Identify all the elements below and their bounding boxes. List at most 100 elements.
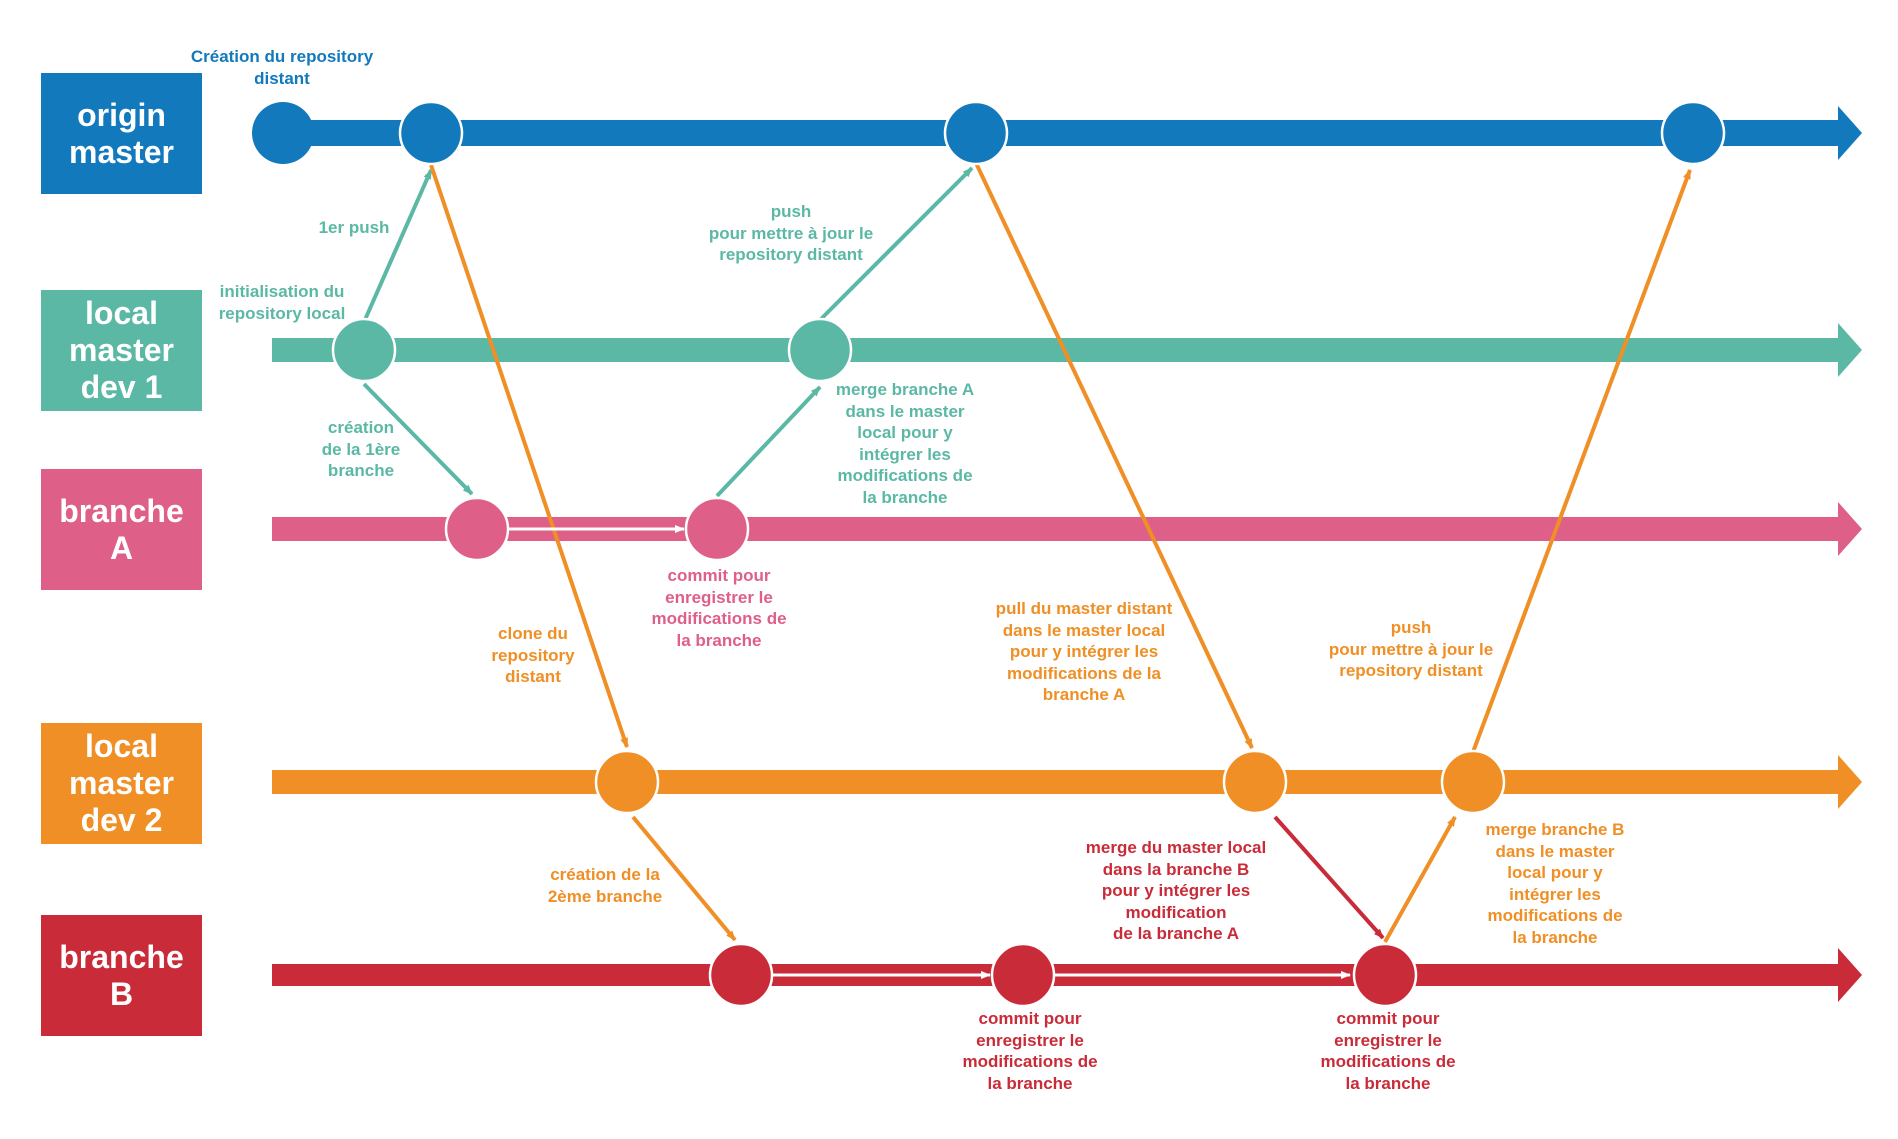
merge-b-arrow xyxy=(1383,816,1457,943)
note-init-local: initialisation du repository local xyxy=(219,281,346,324)
origin-node-first-push xyxy=(398,100,464,166)
note-line: branche xyxy=(327,461,395,480)
origin-timeline xyxy=(272,106,1862,160)
note-creation-branche-1: création de la 1ère branche xyxy=(322,417,400,482)
note-line: push xyxy=(1390,618,1432,637)
clone-arrow xyxy=(429,164,629,748)
branche-a-timeline xyxy=(272,502,1862,556)
pull-arrow xyxy=(974,162,1254,749)
note-line: pour y intégrer les xyxy=(1101,881,1251,900)
note-line: intégrer les xyxy=(1509,884,1601,904)
note-commit-branche-b-1: commit pour enregistrer le modifications… xyxy=(962,1008,1097,1094)
dev1-timeline xyxy=(272,323,1862,377)
note-line: intégrer les xyxy=(859,444,951,464)
note-line: la branche xyxy=(987,1073,1073,1093)
note-line: merge branche B xyxy=(1485,820,1625,839)
note-line: repository distant xyxy=(719,245,863,264)
note-line: local pour y xyxy=(1507,863,1603,882)
lane-label-branche-a: branche A xyxy=(41,469,202,590)
note-line: création de la xyxy=(550,865,660,884)
note-line: branche A xyxy=(1042,685,1126,704)
lane-label-line: dev 1 xyxy=(80,369,163,405)
dev1-node-merge xyxy=(787,317,853,383)
lane-label-line: origin xyxy=(77,96,166,133)
note-creation-branche-2: création de la 2ème branche xyxy=(548,864,662,907)
lane-label-line: master xyxy=(69,332,174,368)
note-line: merge branche A xyxy=(835,380,975,399)
note-line: pour mettre à jour le xyxy=(708,223,874,243)
note-line: merge du master local xyxy=(1085,838,1267,857)
note-line: enregistrer le xyxy=(665,587,773,607)
merge-master-b-arrow xyxy=(1273,815,1385,940)
note-line: pour y intégrer les xyxy=(1009,642,1159,661)
note-line: clone du xyxy=(498,624,568,643)
note-line: la branche xyxy=(1345,1073,1431,1093)
dev2-node-pull xyxy=(1222,749,1288,815)
lane-label-line: branche xyxy=(59,492,184,529)
note-line: commit pour xyxy=(667,566,771,585)
lane-label-line: A xyxy=(109,529,134,566)
lane-label-line: branche xyxy=(59,938,184,975)
origin-node-initial xyxy=(252,102,314,164)
create-branche-b-arrow xyxy=(631,815,737,942)
note-line: Création du repository xyxy=(190,47,374,66)
note-push-dev1: push pour mettre à jour le repository di… xyxy=(709,201,873,266)
origin-node-push-dev2 xyxy=(1660,100,1726,166)
note-line: repository local xyxy=(218,303,346,323)
note-creation-repository: Création du repository distant xyxy=(191,46,373,89)
note-line: pour mettre à jour le xyxy=(1328,639,1494,659)
lane-label-origin: origin master xyxy=(41,73,202,194)
dev2-node-clone xyxy=(594,749,660,815)
note-line: commit pour xyxy=(1336,1009,1440,1028)
note-line: dans le master xyxy=(845,401,965,421)
note-line: commit pour xyxy=(978,1009,1082,1028)
lane-label-branche-b: branche B xyxy=(41,915,202,1036)
lane-label-line: B xyxy=(109,975,134,1012)
note-push-dev2: push pour mettre à jour le repository di… xyxy=(1329,617,1493,682)
branche-a-node-create xyxy=(444,496,510,562)
note-line: dans le master xyxy=(1495,841,1615,861)
note-line: distant xyxy=(254,68,310,88)
note-line: repository xyxy=(491,645,575,665)
note-line: la branche xyxy=(862,487,948,507)
note-line: enregistrer le xyxy=(976,1030,1084,1050)
dev1-node-init xyxy=(331,317,397,383)
note-line: repository distant xyxy=(1339,661,1483,680)
push-dev2-arrow xyxy=(1471,169,1692,753)
lane-label-line: dev 2 xyxy=(80,802,163,838)
note-line: de la 1ère xyxy=(321,439,401,459)
note-line: dans le master local xyxy=(1002,620,1166,640)
merge-a-arrow xyxy=(715,385,822,498)
note-clone: clone du repository distant xyxy=(491,623,574,688)
note-line: distant xyxy=(505,667,561,686)
note-pull: pull du master distant dans le master lo… xyxy=(996,598,1173,706)
note-line: pull du master distant xyxy=(995,599,1173,618)
note-merge-master-into-b: merge du master local dans la branche B … xyxy=(1086,837,1266,945)
connector-arrows xyxy=(362,162,1692,979)
note-merge-branche-b: merge branche B dans le master local pou… xyxy=(1486,819,1625,948)
note-line: de la branche A xyxy=(1113,924,1239,943)
branche-b-node-commit-1 xyxy=(990,942,1056,1008)
dev2-node-merge xyxy=(1440,749,1506,815)
lane-label-line: local xyxy=(85,728,158,764)
note-line: modifications de xyxy=(837,466,973,485)
note-line: local pour y xyxy=(857,423,953,442)
branche-b-node-commit-2 xyxy=(1352,942,1418,1008)
note-line: modifications de xyxy=(962,1052,1098,1071)
note-line: 2ème branche xyxy=(547,886,663,906)
lane-label-line: master xyxy=(69,133,174,170)
create-branche-a-arrow xyxy=(362,382,474,496)
note-line: initialisation du xyxy=(219,282,345,301)
note-merge-branche-a: merge branche A dans le master local pou… xyxy=(836,379,974,508)
lane-label-dev1: local master dev 1 xyxy=(41,290,202,411)
note-line: modifications de xyxy=(1487,906,1623,925)
branche-a-node-commit xyxy=(684,496,750,562)
branche-b-node-create xyxy=(708,942,774,1008)
lane-label-dev2: local master dev 2 xyxy=(41,723,202,844)
note-line: enregistrer le xyxy=(1334,1030,1442,1050)
lane-label-line: master xyxy=(69,765,174,801)
note-commit-branche-a: commit pour enregistrer le modifications… xyxy=(651,565,786,651)
commit-nodes xyxy=(252,100,1726,1008)
note-commit-branche-b-2: commit pour enregistrer le modifications… xyxy=(1320,1008,1455,1094)
